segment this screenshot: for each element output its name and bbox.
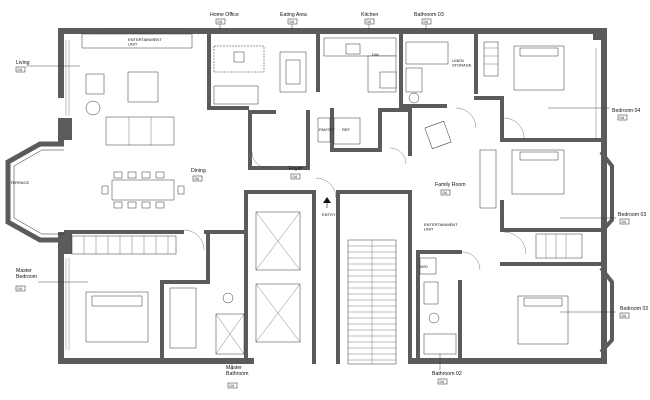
room-label-bathroom-02: Bathroom 02 04	[432, 371, 462, 385]
furniture	[71, 33, 583, 355]
stairs	[347, 239, 397, 365]
room-label-bedroom-04: Bedroom 04 04	[612, 108, 640, 121]
room-label-bathroom-03: Bathroom 03 04	[414, 12, 444, 25]
svg-text:Kitchen: Kitchen	[361, 12, 378, 18]
room-label-foyer: Foyer 04	[289, 166, 303, 180]
svg-text:04: 04	[18, 286, 23, 291]
svg-text:Living: Living	[16, 60, 30, 66]
elevators	[255, 211, 301, 343]
svg-text:04: 04	[622, 313, 627, 318]
svg-text:04: 04	[424, 19, 429, 24]
svg-text:04: 04	[230, 383, 235, 388]
svg-text:Bedroom 03: Bedroom 03	[618, 212, 646, 218]
wd-label: W/D	[420, 264, 428, 269]
svg-text:Bathroom 03: Bathroom 03	[414, 12, 444, 18]
room-label-home-office: Home Office 04	[210, 12, 239, 25]
svg-text:04: 04	[218, 19, 223, 24]
ref-label: REF	[342, 127, 351, 132]
room-label-living: Living 04	[15, 60, 30, 73]
windows	[65, 31, 597, 350]
interior-walls	[64, 34, 601, 364]
svg-text:Family Room: Family Room	[435, 182, 466, 188]
room-label-dining: Dining 04	[191, 168, 206, 182]
room-label-kitchen: Kitchen 04	[361, 12, 378, 25]
terrace-label: TERRACE	[10, 180, 29, 185]
terrace-bay	[5, 141, 64, 243]
svg-text:04: 04	[290, 19, 295, 24]
svg-text:04: 04	[195, 176, 200, 181]
svg-text:04: 04	[367, 19, 372, 24]
pantry-label: PANTRY	[319, 127, 335, 132]
svg-text:04: 04	[293, 174, 298, 179]
entry-arrow	[323, 197, 331, 208]
bay-windows	[599, 150, 614, 354]
svg-text:Eating Area: Eating Area	[280, 12, 307, 18]
room-label-bedroom-02: Bedroom 02 04	[619, 306, 648, 319]
dw-label: DW	[372, 52, 379, 57]
room-label-family-room: Family Room 04	[435, 182, 466, 196]
svg-text:Foyer: Foyer	[289, 166, 303, 172]
room-label-eating-area: Eating Area 04	[280, 12, 307, 25]
svg-text:04: 04	[440, 379, 445, 384]
svg-text:Home Office: Home Office	[210, 12, 239, 18]
entry-label: ENTRY	[322, 212, 336, 217]
svg-text:04: 04	[18, 67, 23, 72]
door-swings	[183, 107, 527, 271]
svg-text:04: 04	[620, 115, 625, 120]
svg-text:Bedroom 04: Bedroom 04	[612, 108, 640, 114]
svg-text:Bedroom 02: Bedroom 02	[620, 306, 648, 312]
svg-text:04: 04	[622, 219, 627, 224]
svg-text:Bathroom 02: Bathroom 02	[432, 371, 462, 377]
room-label-bedroom-03: Bedroom 03 04	[618, 212, 646, 225]
svg-text:04: 04	[443, 190, 448, 195]
svg-text:Dining: Dining	[191, 168, 206, 174]
